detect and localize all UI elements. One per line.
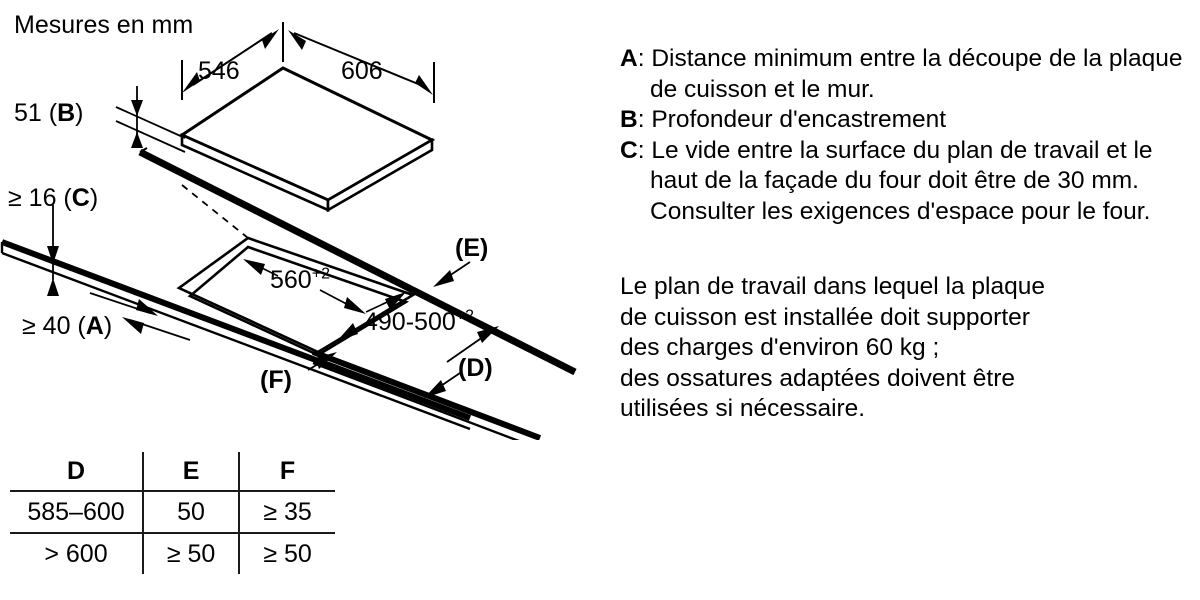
clearance-table-head: D E F [10, 452, 335, 492]
dimension-line-606 [293, 32, 435, 103]
dimension-16-letter: C [71, 184, 90, 212]
arrowheads [47, 29, 499, 398]
worktop-cutout [176, 236, 417, 357]
cutout-560-value: 560 [270, 266, 312, 294]
legend-list: A: Distance minimum entre la découpe de … [620, 44, 1190, 227]
dimension-label-40-A: ≥ 40 (A) [22, 312, 113, 340]
load-note: Le plan de travail dans lequel la plaque… [620, 272, 1195, 425]
dimension-51-letter: B [57, 99, 76, 127]
legend-item-a: A: Distance minimum entre la découpe de … [620, 44, 1190, 105]
legend-item-c: C: Le vide entre la surface du plan de t… [620, 136, 1190, 228]
worktop-front-edge-lower [311, 349, 542, 440]
table-header-e: E [141, 452, 240, 492]
dimension-line-51-B [115, 86, 186, 153]
table-cell-f-2: ≥ 50 [238, 533, 335, 574]
dimension-label-606: 606 [341, 57, 383, 85]
table-header-f: F [238, 452, 335, 492]
table-header-row: D E F [10, 452, 335, 492]
table-cell-d-1: 585–600 [10, 491, 143, 534]
legend-item-b: B: Profondeur d'encastrement [620, 105, 1190, 136]
legend-key-c: C [620, 136, 638, 164]
callout-label-D: (D) [458, 354, 493, 382]
hob-installation-drawing [0, 22, 577, 440]
dimension-label-560: 560+2 [270, 265, 330, 294]
dimension-16-value: ≥ 16 [8, 184, 57, 212]
callout-label-E: (E) [455, 234, 489, 262]
dimension-label-490-500: 490-500+2 [364, 307, 474, 336]
dimension-40-value: ≥ 40 [22, 312, 71, 340]
table-row: 585–600 50 ≥ 35 [10, 491, 335, 534]
legend-text-b: Profondeur d'encastrement [651, 106, 947, 133]
legend-key-a: A [620, 45, 638, 72]
dimension-line-546 [181, 22, 284, 100]
legend-sep-a: : [637, 45, 645, 72]
table-row: > 600 ≥ 50 ≥ 50 [10, 533, 335, 574]
dimension-label-546: 546 [198, 57, 240, 85]
table-cell-e-2: ≥ 50 [141, 533, 240, 574]
table-cell-e-1: 50 [141, 491, 240, 534]
projection-dashed-line [181, 184, 249, 239]
page-title: Mesures en mm [14, 11, 194, 39]
callout-label-F: (F) [260, 366, 292, 394]
cutout-560-tolerance: +2 [311, 265, 330, 283]
load-note-line-5: utilisées si nécessaire. [620, 395, 866, 422]
dimension-40-letter: A [85, 312, 104, 340]
worktop-back-edge [138, 147, 470, 322]
worktop-front-edge [0, 239, 472, 431]
table-header-d: D [10, 452, 143, 492]
load-note-line-1: Le plan de travail dans lequel la plaque [620, 273, 1045, 300]
table-cell-d-2: > 600 [44, 539, 108, 568]
dimension-label-16-C: ≥ 16 (C) [8, 184, 99, 212]
load-note-line-2: de cuisson est installée doit supporter [620, 303, 1030, 331]
cutout-490-500-value: 490-500 [364, 308, 456, 336]
load-note-line-4: des ossatures adaptées doivent être [620, 364, 1015, 392]
dimension-51-value: 51 [14, 99, 42, 127]
dimension-label-51-B: 51 (B) [14, 99, 84, 127]
legend-text-c: Le vide entre la surface du plan de trav… [650, 136, 1153, 225]
clearance-table: D E F 585–600 50 ≥ 35 > 600 ≥ 50 ≥ 50 [10, 452, 335, 574]
legend-sep-c: : [637, 136, 645, 164]
cutout-490-500-tolerance: +2 [455, 307, 474, 325]
worktop-back-edge-right [466, 314, 577, 376]
legend-sep-b: : [637, 106, 645, 133]
cooktop-body [178, 66, 436, 213]
table-cell-f-1: ≥ 35 [238, 491, 335, 534]
legend-text-a: Distance minimum entre la découpe de la … [650, 45, 1183, 103]
legend-key-b: B [620, 106, 638, 133]
clearance-table-body: 585–600 50 ≥ 35 > 600 ≥ 50 ≥ 50 [10, 491, 335, 574]
load-note-line-3: des charges d'environ 60 kg ; [620, 334, 940, 361]
